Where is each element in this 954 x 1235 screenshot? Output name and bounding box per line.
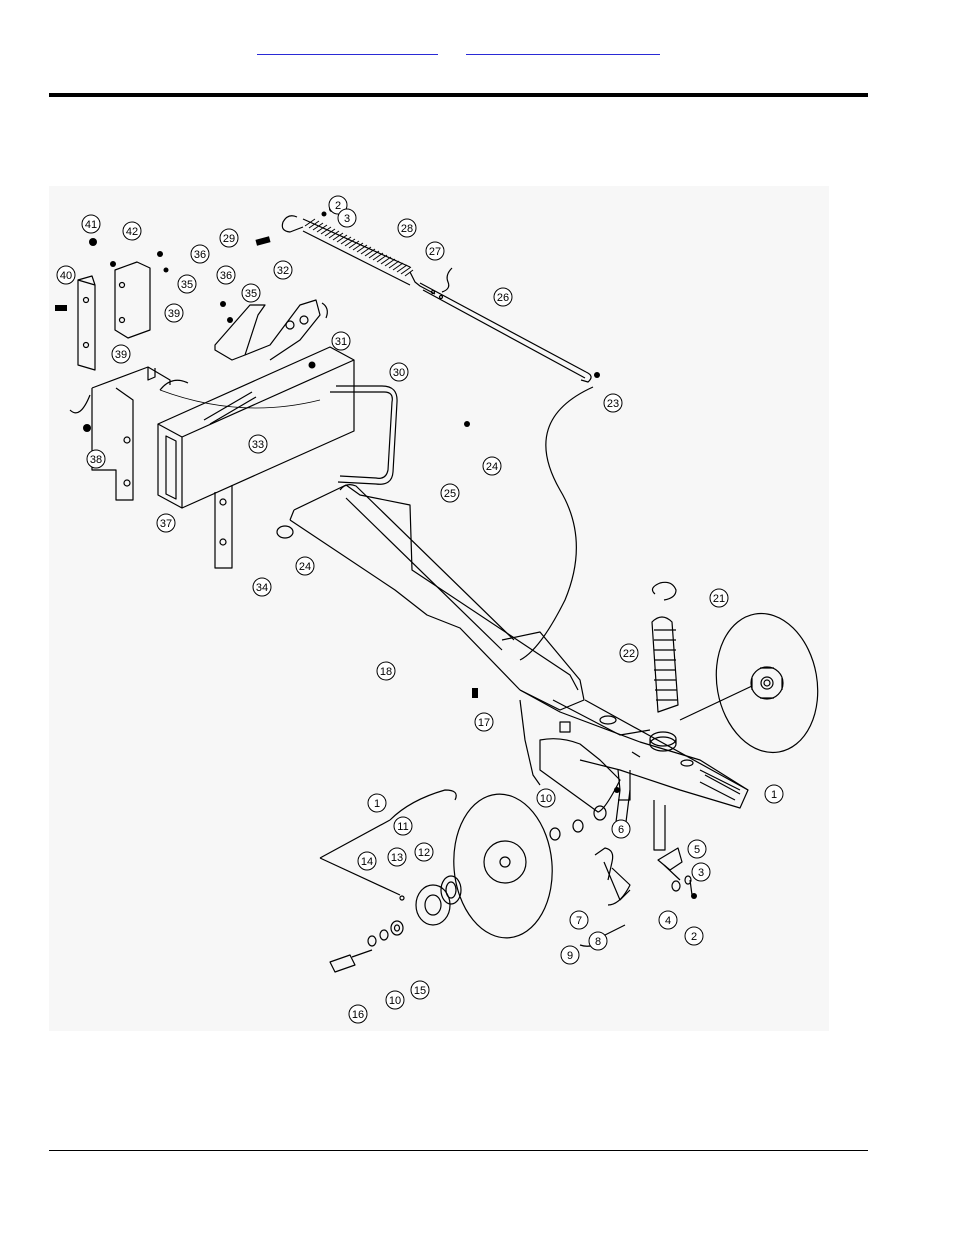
callout-number: 5 [694, 844, 700, 856]
callout-number: 35 [245, 288, 257, 300]
callout-31: 31 [332, 332, 350, 350]
footer-rule [49, 1150, 868, 1151]
callout-25: 25 [441, 484, 459, 502]
callout-number: 10 [540, 793, 552, 805]
callout-13: 13 [388, 848, 406, 866]
callout-number: 2 [335, 200, 341, 212]
callout-37: 37 [157, 514, 175, 532]
callout-number: 23 [607, 398, 619, 410]
callout-number: 1 [374, 798, 380, 810]
callout-8: 8 [589, 932, 607, 950]
callout-9: 9 [561, 946, 579, 964]
callout-3: 3 [692, 863, 710, 881]
callout-4: 4 [659, 911, 677, 929]
callout-number: 28 [401, 223, 413, 235]
callout-21: 21 [710, 589, 728, 607]
callout-number: 32 [277, 265, 289, 277]
callout-10: 10 [386, 991, 404, 1009]
callout-number: 37 [160, 518, 172, 530]
callout-number: 26 [497, 292, 509, 304]
callout-number: 24 [299, 561, 311, 573]
callout-number: 16 [352, 1009, 364, 1021]
callout-12: 12 [415, 843, 433, 861]
callout-number: 31 [335, 336, 347, 348]
callout-29: 29 [220, 229, 238, 247]
callout-36: 36 [191, 245, 209, 263]
callout-32: 32 [274, 261, 292, 279]
callout-41: 41 [82, 215, 100, 233]
callout-10: 10 [537, 789, 555, 807]
callout-number: 24 [486, 461, 498, 473]
callout-23: 23 [604, 394, 622, 412]
callout-number: 39 [168, 308, 180, 320]
callout-number: 17 [478, 717, 490, 729]
callout-24: 24 [296, 557, 314, 575]
callout-40: 40 [57, 266, 75, 284]
callout-3: 3 [338, 209, 356, 227]
callout-number: 7 [576, 915, 582, 927]
callout-1: 1 [765, 785, 783, 803]
callout-11: 11 [394, 817, 412, 835]
callout-number: 22 [623, 648, 635, 660]
callout-27: 27 [426, 242, 444, 260]
callout-number: 6 [618, 824, 624, 836]
callout-38: 38 [87, 450, 105, 468]
callout-7: 7 [570, 911, 588, 929]
callout-number: 38 [90, 454, 102, 466]
callout-number: 1 [771, 789, 777, 801]
callout-number: 36 [220, 270, 232, 282]
callout-26: 26 [494, 288, 512, 306]
callout-number: 3 [698, 867, 704, 879]
callout-14: 14 [358, 852, 376, 870]
callout-33: 33 [249, 435, 267, 453]
callout-30: 30 [390, 363, 408, 381]
callout-42: 42 [123, 222, 141, 240]
callout-number: 11 [397, 821, 408, 833]
callout-number: 40 [60, 270, 72, 282]
callout-number: 34 [256, 582, 268, 594]
callout-number: 29 [223, 233, 235, 245]
callout-number: 9 [567, 950, 573, 962]
callout-number: 27 [429, 246, 441, 258]
callout-number: 25 [444, 488, 456, 500]
callout-number: 10 [389, 995, 401, 1007]
callout-39: 39 [112, 345, 130, 363]
callout-15: 15 [411, 981, 429, 999]
callout-6: 6 [612, 820, 630, 838]
callout-number: 36 [194, 249, 206, 261]
callout-number: 2 [691, 931, 697, 943]
callout-35: 35 [242, 284, 260, 302]
callout-24: 24 [483, 457, 501, 475]
callout-number: 39 [115, 349, 127, 361]
callout-number: 8 [595, 936, 601, 948]
callout-36: 36 [217, 266, 235, 284]
callout-22: 22 [620, 644, 638, 662]
callout-number: 42 [126, 226, 138, 238]
callout-35: 35 [178, 275, 196, 293]
callout-number: 35 [181, 279, 193, 291]
callout-number: 30 [393, 367, 405, 379]
callout-39: 39 [165, 304, 183, 322]
callout-28: 28 [398, 219, 416, 237]
callout-number: 4 [665, 915, 671, 927]
callout-number: 41 [85, 219, 97, 231]
callout-number: 33 [252, 439, 264, 451]
callout-number: 15 [414, 985, 426, 997]
callout-18: 18 [377, 662, 395, 680]
callout-34: 34 [253, 578, 271, 596]
callout-number: 14 [361, 856, 373, 868]
callout-number: 18 [380, 666, 392, 678]
callout-1: 1 [368, 794, 386, 812]
callout-2: 2 [685, 927, 703, 945]
callout-5: 5 [688, 840, 706, 858]
callout-16: 16 [349, 1005, 367, 1023]
callout-number: 21 [713, 593, 725, 605]
callout-17: 17 [475, 713, 493, 731]
callout-number: 13 [391, 852, 403, 864]
callout-number: 12 [418, 847, 430, 859]
callout-number: 3 [344, 213, 350, 225]
